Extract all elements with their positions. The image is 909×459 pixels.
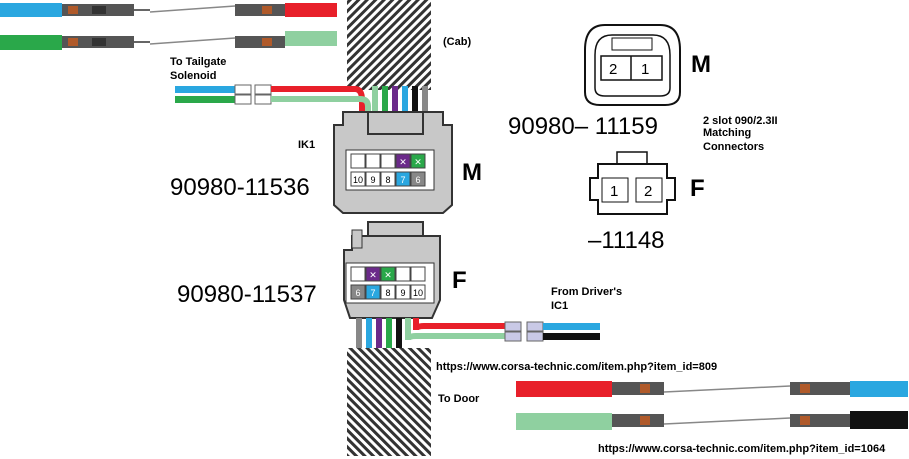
slot-desc-2: Matching [703,127,751,139]
ik1-female-connector: ✕ ✕ 6 7 8 9 10 [343,221,441,319]
terminal-pair-green-lightgreen [0,31,337,50]
ik1f-pin-9: 9 [400,288,405,298]
from-driver-label-2: IC1 [551,300,568,312]
ik1m-pin-8: 8 [385,175,390,185]
slot-male-connector: 2 1 [584,24,681,106]
to-tailgate-label-1: To Tailgate [170,56,226,68]
terminal-pair-red-blue [516,381,908,397]
cab-grommet [347,0,431,90]
slot-male-gender: M [691,51,711,78]
ik1-female-part-number: 90980-11537 [177,281,317,308]
url-1064: https://www.corsa-technic.com/item.php?i… [598,443,886,455]
ik1m-pin-6: 6 [415,175,420,185]
slot-female-pin-2: 2 [644,183,652,200]
ik1m-mark-2: ✕ [414,157,422,167]
slot-female-connector: 1 2 [589,151,676,215]
slot-male-part-number: 90980– 11159 [508,113,658,140]
slot-desc-3: Connectors [703,141,764,153]
slot-female-gender: F [690,175,705,202]
slot-female-pin-1: 1 [610,183,618,200]
slot-desc-1: 2 slot 090/2.3II [703,115,778,127]
ik1m-pin-7: 7 [400,175,405,185]
ik1m-pin-10: 10 [353,175,363,185]
slot-male-pin-1: 1 [641,61,649,78]
slot-female-part-number: –11148 [588,227,665,254]
cab-wire-bundle [372,86,428,112]
from-driver-label-1: From Driver's [551,286,622,298]
door-wire-bundle [356,318,600,350]
ik1m-pin-9: 9 [370,175,375,185]
ik1f-mark-1: ✕ [369,270,377,280]
ik1f-pin-6: 6 [355,288,360,298]
slot-male-pin-2: 2 [609,61,617,78]
cab-label: (Cab) [443,36,471,48]
ik1-label: IK1 [298,139,315,151]
door-grommet [347,348,431,456]
ik1f-mark-2: ✕ [384,270,392,280]
ik1f-pin-8: 8 [385,288,390,298]
ik1-male-connector: ✕ ✕ 10 9 8 7 6 [333,111,453,214]
ik1-male-gender: M [462,159,482,186]
tailgate-wires [175,84,371,112]
terminal-pair-lightgreen-black [516,411,908,430]
to-tailgate-label-2: Solenoid [170,70,216,82]
ik1f-pin-10: 10 [413,288,423,298]
to-door-label: To Door [438,393,480,405]
ik1m-mark-1: ✕ [399,157,407,167]
ik1-male-part-number: 90980-11536 [170,174,310,201]
terminal-pair-blue-red [0,3,337,17]
url-809: https://www.corsa-technic.com/item.php?i… [436,361,717,373]
ik1-female-gender: F [452,267,467,294]
ik1f-pin-7: 7 [370,288,375,298]
